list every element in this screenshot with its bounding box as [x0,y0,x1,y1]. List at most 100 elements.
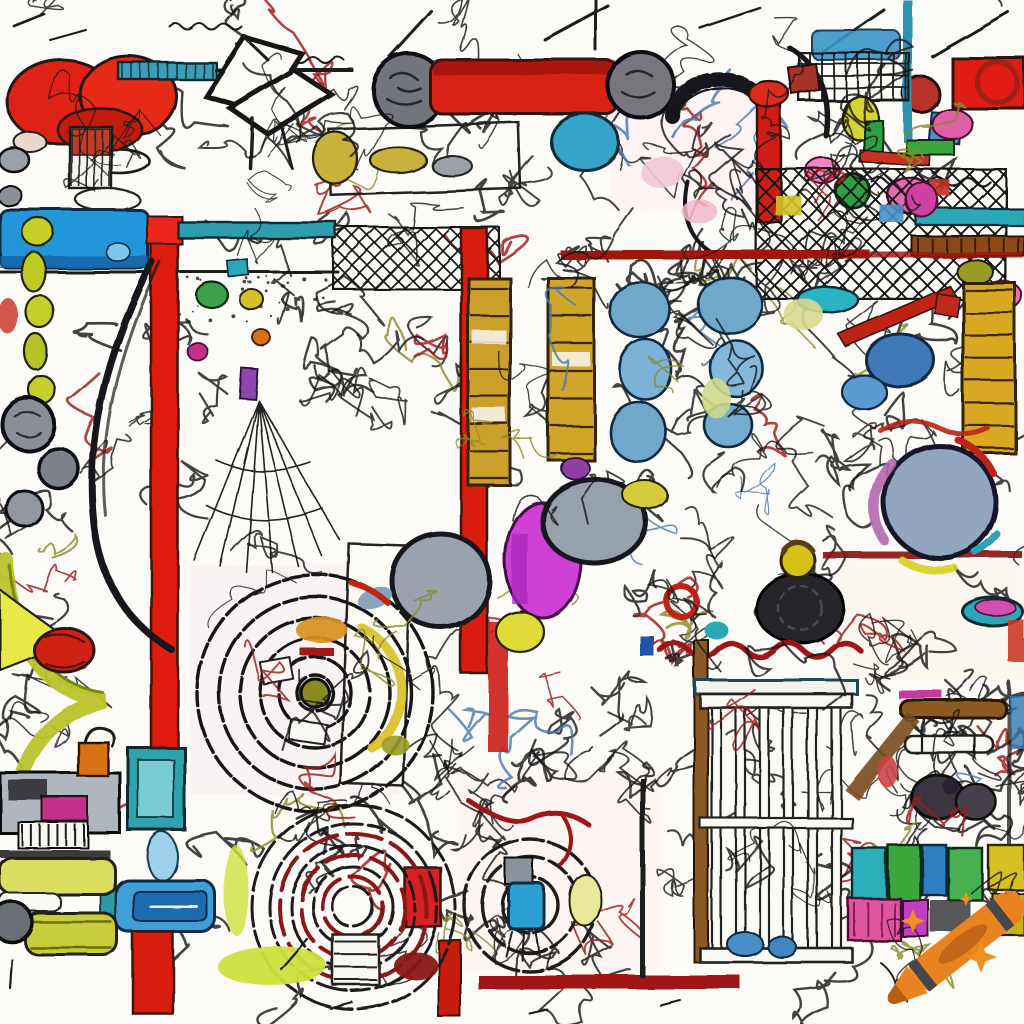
line [329,1001,353,1009]
ink-scribble [671,66,753,139]
ink-scribble [806,167,847,221]
ink-scribble [495,708,575,789]
ink-scribble [815,428,872,493]
ink-scribble [679,537,724,618]
red-squiggle-band [657,640,863,660]
rect [238,366,258,400]
gray-nut [36,446,80,490]
blue-column-blob [618,338,674,402]
line [242,35,270,62]
ink-scribble [455,409,493,450]
ellipse [840,373,888,411]
rect [472,330,506,344]
ink-scribble [429,759,465,801]
cage-bar [734,706,747,954]
ink-scribble [658,25,714,89]
ink-scribble [895,100,966,174]
red-floor-bar [478,975,740,989]
ink-scribble [795,62,914,161]
ink-scribble [877,418,937,465]
ink-scribble [660,282,703,336]
ink-scribble [851,661,891,693]
path [877,417,991,437]
ellipse [252,329,272,347]
ellipse [381,735,409,755]
cage-bar [806,706,819,954]
ink-scribble [727,821,802,862]
ink-scribble [607,695,654,732]
path [349,580,391,606]
line [292,52,304,72]
ink-scribble [500,429,559,459]
ellipse [357,586,393,610]
ink-scribble [368,377,408,426]
scribble-overlayer [49,17,1024,1003]
ink-scribble [472,797,510,892]
gray-nut [0,396,56,452]
ink-scribble [743,640,847,711]
ink-scribble [864,693,887,759]
ink-scribble [749,392,787,458]
line [280,126,294,170]
gold-column-a [466,276,512,487]
ellipse [105,242,131,262]
rect [41,796,89,822]
fake-handwriting [169,23,243,31]
ellipse [194,280,230,310]
ink-scribble [229,528,324,575]
ink-scribble [584,234,612,263]
path [13,411,41,437]
ink-scribble [554,207,634,289]
rect [640,778,645,978]
circle [664,584,700,620]
ellipse [311,130,359,186]
charcoal-blob [754,571,846,645]
ink-scribble [49,69,111,178]
ink-scribble [263,0,325,133]
ink-scribble [957,795,1014,848]
ink-scribble [514,902,593,1024]
rect [865,252,1023,258]
rect [905,139,955,156]
line [529,1009,549,1015]
path [82,725,116,748]
ink-scribble [885,917,930,1003]
ink-scribble [544,286,577,391]
gold-column-b [546,276,596,462]
spiral-gear-2 [249,803,457,1011]
rect [504,857,534,885]
block-row-green [946,846,984,902]
line [659,999,681,1006]
ellipse [368,145,428,175]
ink-scribble [473,178,506,223]
path [505,931,541,961]
ellipse [494,610,546,654]
vlines [121,63,213,78]
ellipse [20,216,56,248]
pale-cylinder [0,856,117,896]
path [42,632,86,669]
red-pipe-left [149,216,180,750]
steel-disc-right [881,443,999,561]
blue-bar-top [811,29,901,61]
ellipse [702,378,730,418]
ink-scribble [350,849,393,912]
ink-scribble [665,639,697,669]
sparkle-icon [965,941,997,973]
ink-scribble [775,416,834,519]
ellipse [704,621,728,639]
rect [787,63,821,95]
rect [698,816,854,830]
ink-scribble [442,753,506,852]
rect [1007,710,1011,855]
blue-barrel [506,881,546,931]
ink-scribble [666,257,746,287]
line [388,10,434,60]
ink-scribble [499,155,553,207]
ink-scribble [414,333,448,361]
ellipse [0,185,23,207]
ink-scribble [867,632,929,691]
